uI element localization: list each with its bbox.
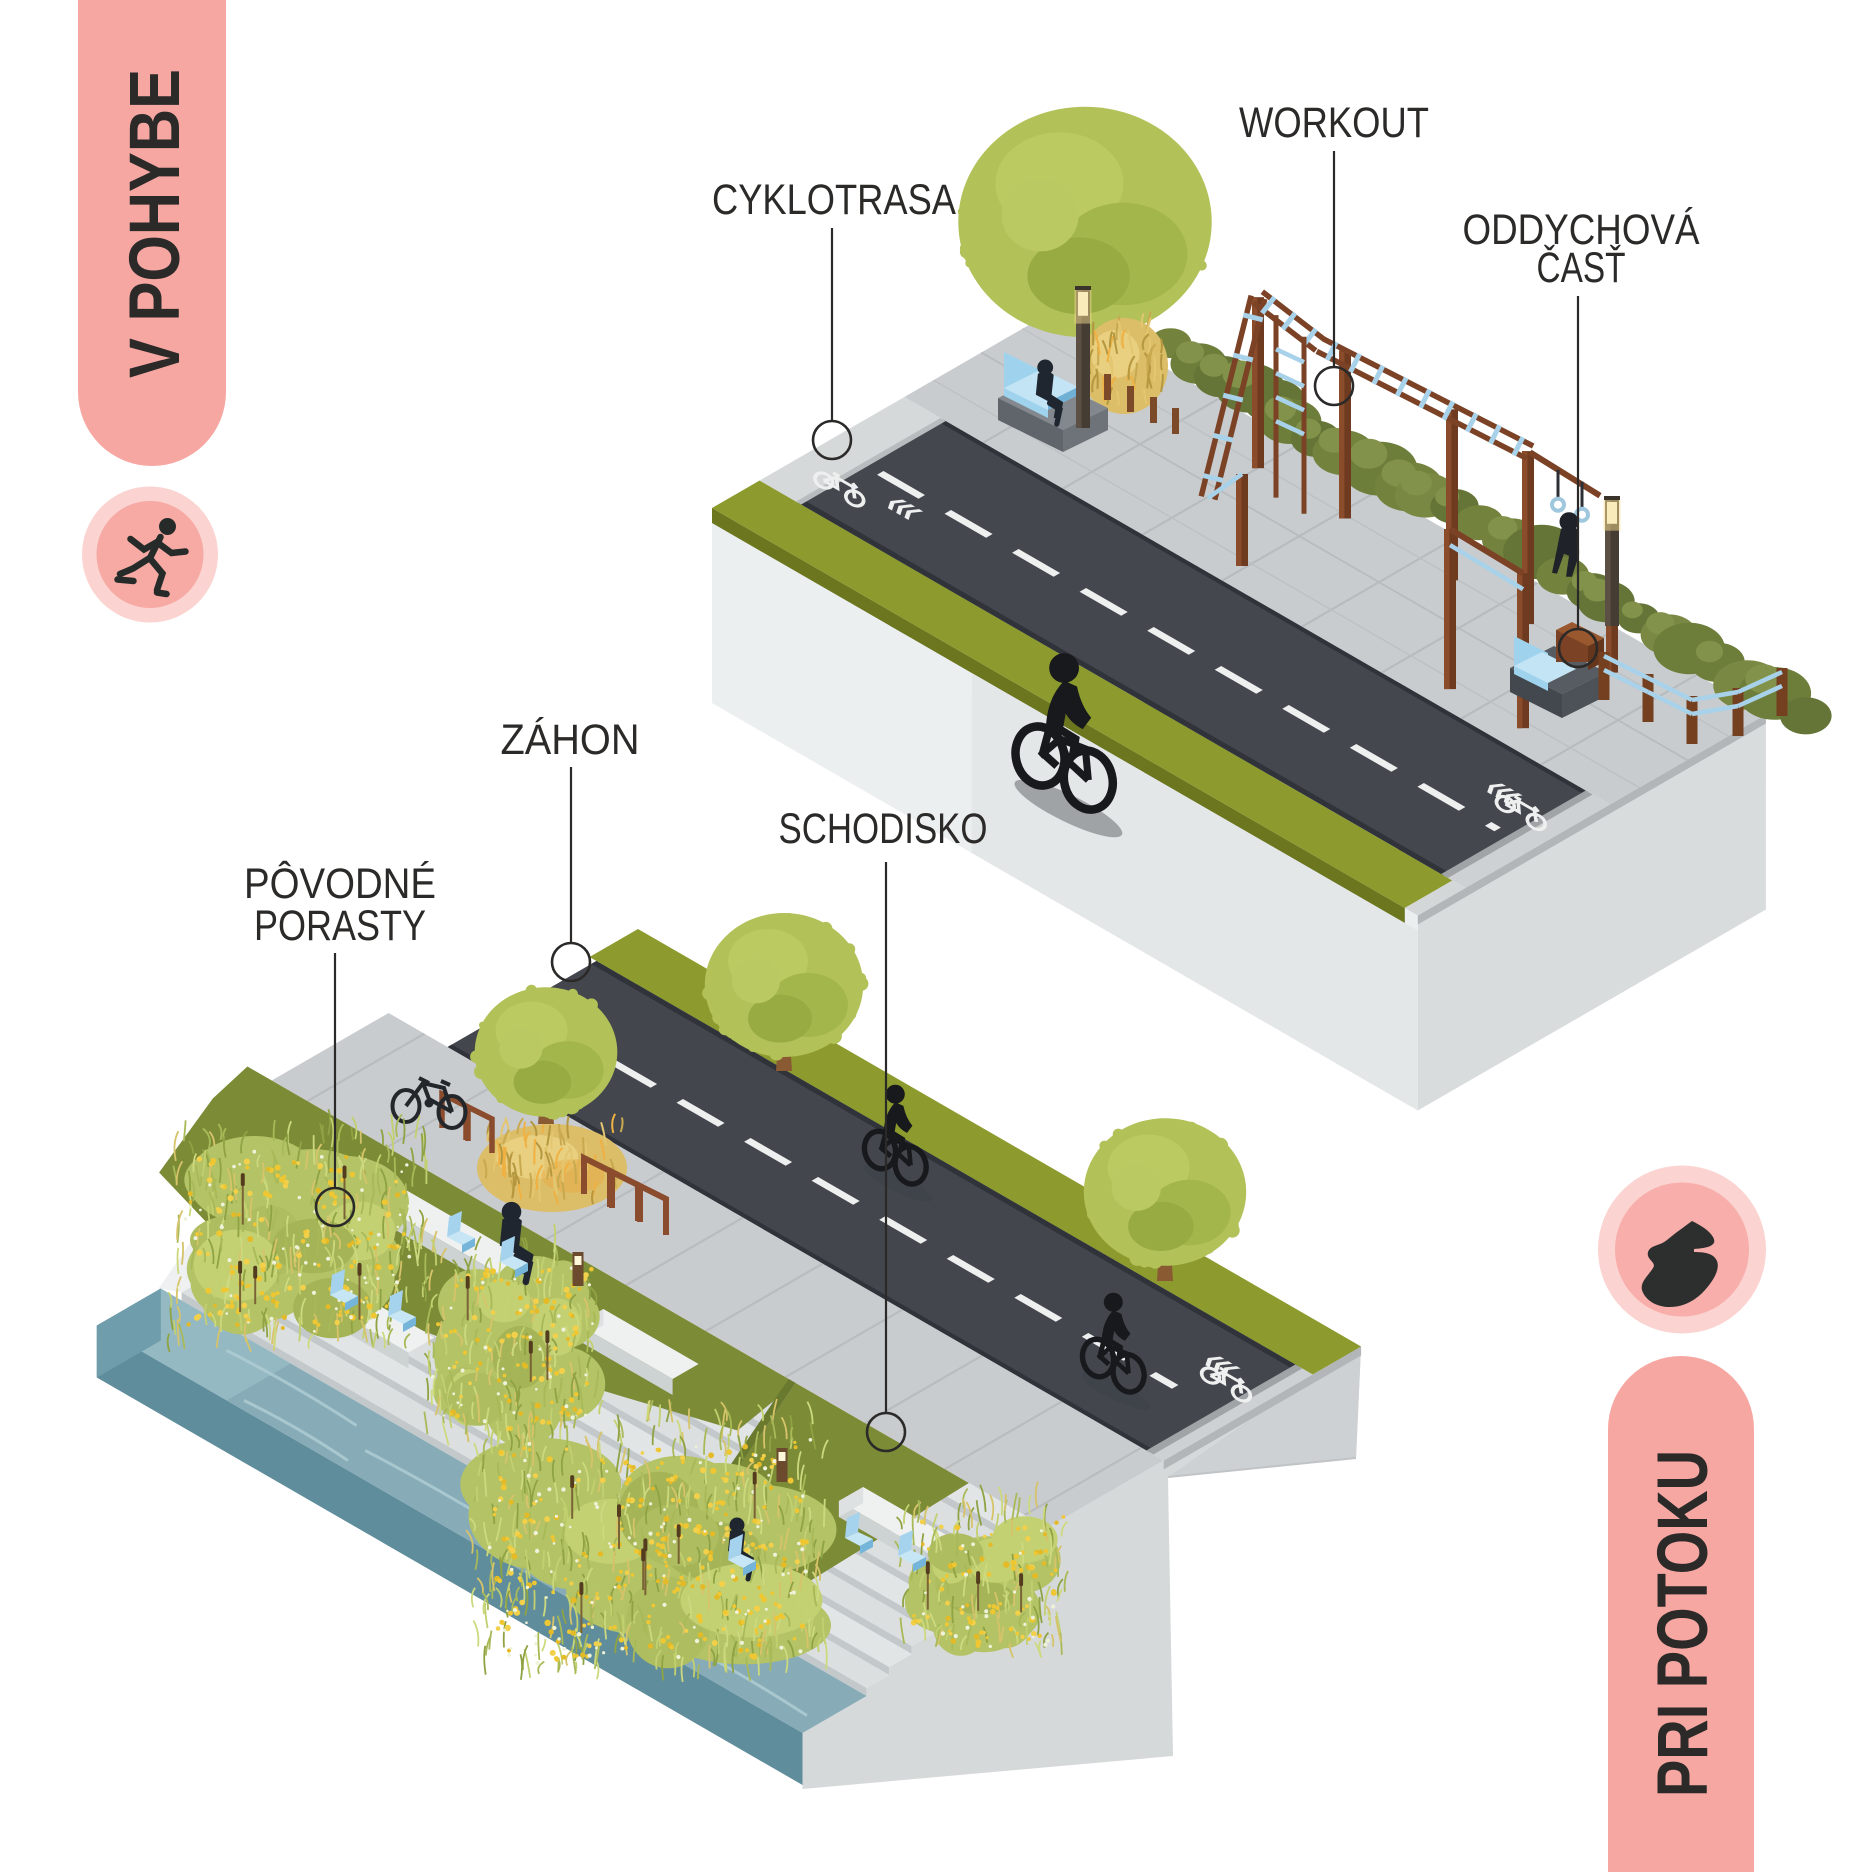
svg-text:PORASTY: PORASTY xyxy=(254,902,426,950)
svg-text:CYKLOTRASA: CYKLOTRASA xyxy=(712,176,956,224)
svg-text:V POHYBE: V POHYBE xyxy=(116,69,195,378)
svg-text:PÔVODNÉ: PÔVODNÉ xyxy=(244,860,436,908)
svg-text:SCHODISKO: SCHODISKO xyxy=(779,805,988,853)
svg-text:ODDYCHOVÁ: ODDYCHOVÁ xyxy=(1463,206,1700,254)
svg-text:PRI POTOKU: PRI POTOKU xyxy=(1644,1450,1723,1797)
svg-text:WORKOUT: WORKOUT xyxy=(1239,99,1429,147)
svg-text:ZÁHON: ZÁHON xyxy=(501,716,640,764)
svg-text:ČASŤ: ČASŤ xyxy=(1537,244,1626,292)
